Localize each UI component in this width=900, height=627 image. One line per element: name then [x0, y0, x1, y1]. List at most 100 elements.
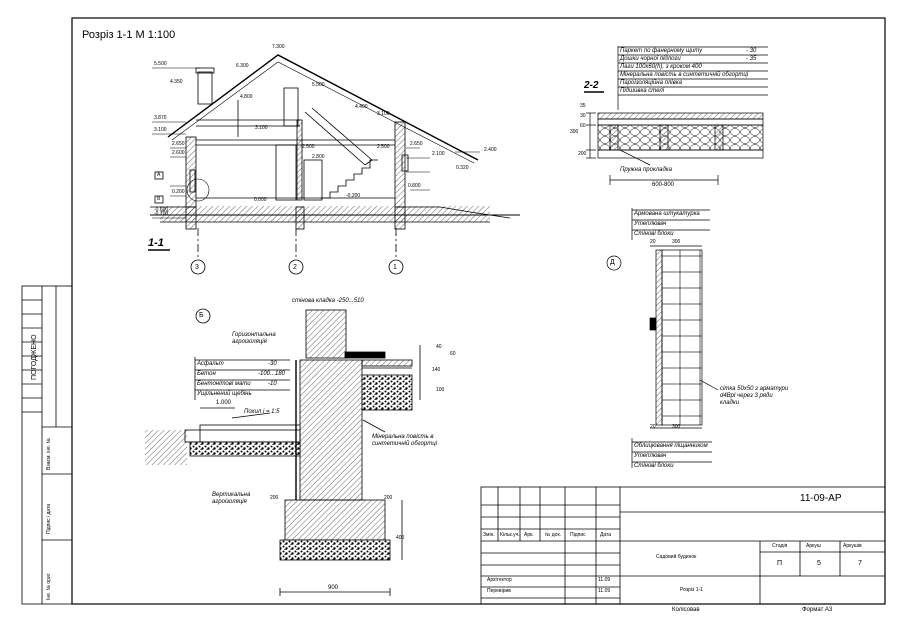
wall-layer-label: Стінові блоки — [634, 463, 674, 469]
layer-value: -10 — [268, 381, 277, 387]
sheet-border — [71, 17, 886, 605]
table-header: Арк. — [524, 532, 534, 538]
format-label: Формат А3 — [802, 607, 833, 613]
dim-label: 20 — [650, 424, 656, 430]
drawing-code: 11-09-АР — [800, 493, 842, 504]
table-header: Дата — [600, 532, 612, 538]
slope-label: Похил і = 1:5 — [244, 409, 280, 415]
dim-label: 20 — [650, 239, 656, 245]
title-block — [480, 486, 886, 605]
level-mark: -0.700 — [154, 211, 169, 217]
dim-label: 300 — [672, 239, 681, 245]
wall-node-d — [606, 208, 719, 468]
level-mark: 4.350 — [170, 79, 183, 85]
level-mark: 0.320 — [456, 165, 469, 171]
level-mark: 7.300 — [272, 44, 285, 50]
drawing-title: Розріз 1-1 М 1:100 — [82, 29, 176, 41]
level-mark: 3.870 — [154, 115, 167, 121]
level-mark: 2.650 — [410, 141, 423, 147]
foundation-node-b — [145, 308, 421, 596]
role-date: 11.09 — [598, 588, 611, 594]
level-mark: 5.500 — [154, 61, 167, 67]
dim-label: 35 — [580, 103, 586, 109]
sheet-value: 5 — [817, 560, 821, 567]
marker-d: Д — [610, 259, 615, 266]
dim-label: 60 — [450, 351, 456, 357]
sheet-title: Розріз 1-1 — [680, 587, 703, 593]
layer-label: Пароізоляційна плівка — [620, 80, 682, 86]
dim-label: 40 — [436, 344, 442, 350]
wall-masonry-label: стінова кладка -250...510 — [292, 298, 364, 304]
vertical-insulation-label: Вертикальна агроізоляція — [212, 492, 251, 506]
layer-label: Підшивка стелі — [620, 88, 665, 94]
level-mark: 3.100 — [255, 125, 268, 131]
layer-value: - 30 — [746, 48, 757, 54]
role-architect: Архітектор — [487, 577, 512, 583]
section-1-1-drawing — [148, 54, 520, 275]
level-mark: 4.400 — [355, 104, 368, 110]
level-mark: 3.100 — [154, 127, 167, 133]
layer-value: - 35 — [746, 56, 757, 62]
layer-value: -30 — [268, 361, 277, 367]
layer-value: -100...180 — [258, 371, 286, 377]
level-mark: 0.800 — [408, 183, 421, 189]
wall-layer-label: Облицювання піщанником — [634, 443, 708, 449]
dim-label: 100 — [436, 387, 445, 393]
sign-date-label: Підпис і дата — [46, 503, 52, 534]
layer-label: Мінеральна повість в синтетичній обгортц… — [620, 72, 749, 78]
section-2-2-drawing — [584, 46, 768, 185]
section-label-2-2: 2-2 — [584, 80, 599, 91]
layer-label: Бентонітові мати — [197, 381, 251, 387]
spring-pad-label: Пружна прокладка — [620, 167, 673, 173]
span-label: 600-800 — [652, 182, 675, 188]
level-mark: 2.800 — [312, 154, 325, 160]
dim-label: 400 — [396, 535, 405, 541]
dim-label: 200 — [270, 495, 279, 501]
axis-label: 1 — [393, 264, 397, 271]
level-mark: 2.100 — [432, 151, 445, 157]
dim-label: 30 — [580, 113, 586, 119]
dim-label: 900 — [328, 585, 339, 591]
approved-label: ПОГОДЖЕНО — [31, 334, 38, 380]
dim-label: 300 — [570, 129, 579, 135]
sheet-header: Аркуш — [806, 543, 821, 549]
wall-layer-label: Утеплювач — [634, 453, 667, 459]
marker-v: В — [157, 196, 161, 202]
layer-label: Паркет по фанерному щиту — [620, 48, 703, 54]
level-mark: 5.500 — [312, 82, 325, 88]
replace-inv-label: Взаєм. інв. № — [46, 438, 52, 470]
mesh-note: сітка 50х50 з арматури d4Вpl через 3 ряд… — [720, 386, 789, 407]
role-checker: Перевірив — [487, 588, 511, 594]
wall-layer-label: Утеплювач — [634, 221, 667, 227]
stage-value: П — [777, 560, 783, 567]
level-mark: 0.000 — [254, 197, 267, 203]
level-mark: 2.650 — [172, 141, 185, 147]
dim-label: 200 — [384, 495, 393, 501]
section-label-1-1: 1-1 — [148, 237, 164, 249]
table-header: Кільк.уч. — [500, 532, 520, 538]
level-mark: 4.800 — [240, 94, 253, 100]
marker-b: Б — [199, 312, 204, 319]
level-mark: 0.200 — [172, 189, 185, 195]
side-approval-strip — [21, 285, 73, 605]
horizontal-insulation-label: Горизонтальна агроізоляція — [232, 332, 276, 346]
layer-label: Бетон — [197, 371, 216, 377]
wall-layer-label: Армована штукатурка — [634, 211, 700, 217]
table-header: Підпис — [570, 532, 586, 538]
axis-label: 2 — [293, 264, 297, 271]
wall-layer-label: Стінові блоки — [634, 231, 674, 237]
table-header: Змін. — [483, 532, 495, 538]
level-mark: 2.600 — [172, 150, 185, 156]
role-date: 11.09 — [598, 577, 611, 583]
level-mark: 2.500 — [302, 144, 315, 150]
project-name: Садовий будинок — [656, 554, 697, 560]
level-mark: 2.500 — [377, 144, 390, 150]
dim-label: 140 — [432, 367, 441, 373]
mineral-wool-label: Мінеральна повість в синтетичній обгортц… — [372, 434, 438, 448]
dim-label: 60 — [580, 123, 586, 129]
level-mark: -0.200 — [346, 193, 361, 199]
table-header: № док. — [545, 532, 562, 538]
dim-label: 300 — [672, 424, 681, 430]
orig-inv-label: Інв. № ориг. — [46, 572, 52, 600]
